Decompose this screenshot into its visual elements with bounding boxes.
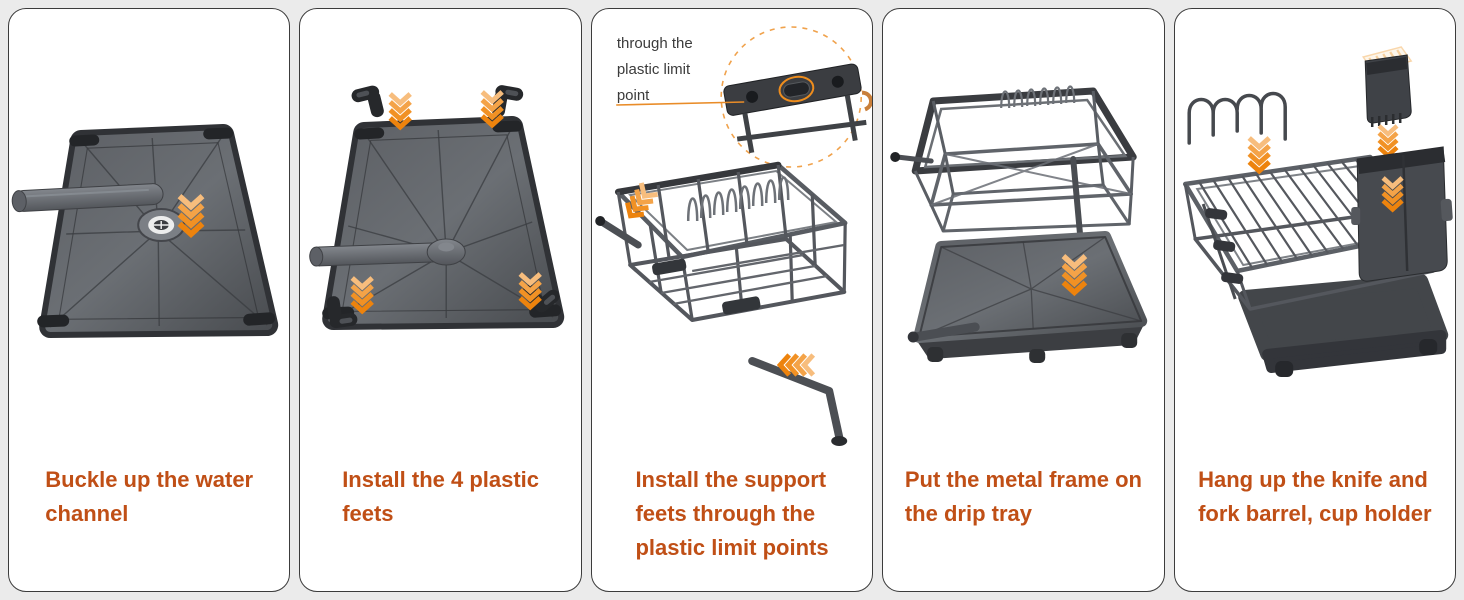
drain-hub (137, 208, 186, 242)
side-rail (1201, 203, 1243, 300)
step-card-1: Buckle up the water channel (8, 8, 291, 592)
drip-tray (37, 124, 279, 338)
plate-holder-loops (686, 176, 790, 222)
step-3-illustration: through the plastic limit point (592, 9, 873, 461)
step-2-illustration (300, 9, 580, 461)
drip-tray-plastic-feet-image (309, 84, 565, 330)
limit-point-highlight (778, 75, 815, 103)
utensil-barrel (1364, 54, 1412, 127)
drip-tray (322, 116, 565, 330)
step-1-illustration (9, 9, 289, 461)
wire-rack (614, 161, 848, 322)
plate-holder-loops (1000, 85, 1076, 109)
step-5-illustration (1175, 9, 1455, 461)
chevron-arrows-icon (780, 355, 813, 375)
detail-annotation: through the plastic limit point (616, 35, 693, 104)
drip-tray (907, 231, 1148, 363)
support-foot (748, 357, 848, 446)
plastic-foot (350, 84, 386, 123)
water-channel (11, 183, 164, 213)
annotation-leader-line (615, 101, 745, 106)
step-caption: Install the 4 plastic feets (342, 467, 540, 526)
water-channel (309, 242, 444, 267)
cup-holder (1350, 146, 1453, 282)
water-channel-spout (907, 322, 980, 343)
support-foot (595, 216, 642, 249)
wire-hooks (1187, 91, 1287, 145)
drip-tray-water-channel-image (11, 124, 279, 338)
wire-rack-support-feet-image (595, 26, 873, 446)
step-card-5: Hang up the knife and fork barrel, cup h… (1173, 8, 1457, 592)
rack-with-accessories-image (1182, 46, 1453, 377)
chevron-arrows-icon (391, 94, 411, 127)
detail-circle (720, 26, 873, 168)
chevron-arrows-icon (1249, 138, 1269, 171)
metal-frame-on-tray-image (890, 85, 1148, 363)
step-caption: Hang up the knife and fork barrel, cup h… (1198, 467, 1432, 526)
base-drip-tray (1237, 274, 1448, 377)
chevron-arrows-icon (483, 92, 503, 125)
side-handle (890, 152, 934, 164)
step-card-3: through the plastic limit point Install … (590, 8, 874, 592)
step-caption: Install the support feets through the pl… (635, 467, 829, 560)
drain-dome (427, 238, 467, 266)
chevron-arrows-icon (1379, 126, 1397, 156)
step-card-2: Install the 4 plastic feets (299, 8, 582, 592)
step-caption: Put the metal frame on the drip tray (904, 467, 1142, 526)
step-card-4: Put the metal frame on the drip tray (882, 8, 1165, 592)
step-caption: Buckle up the water channel (45, 467, 254, 526)
step-4-illustration (883, 9, 1163, 461)
